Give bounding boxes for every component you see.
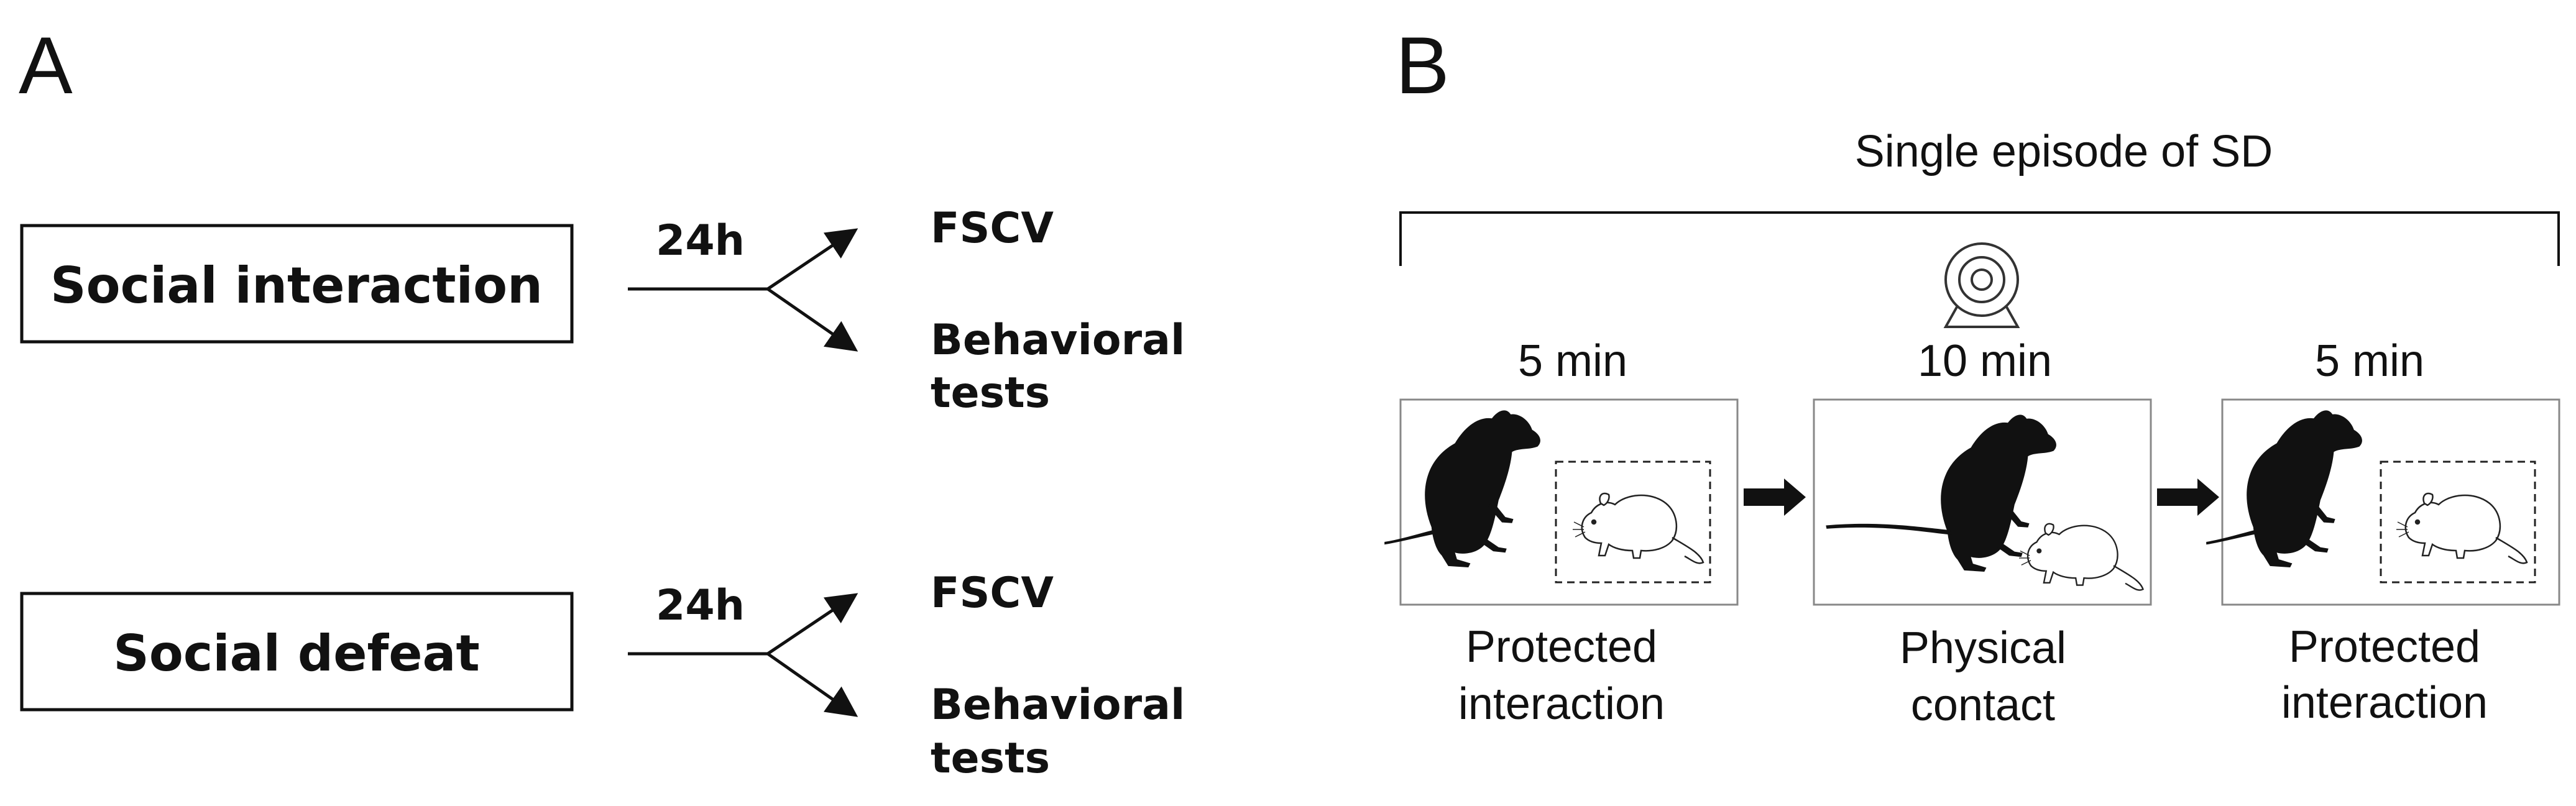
outcome-fscv: FSCV (931, 569, 1054, 618)
stage-caption-line2: interaction (2281, 678, 2488, 728)
panel-a-row-social-defeat: Social defeat 24h FSCV Behavioral tests (20, 569, 1185, 783)
panel-a-row-social-interaction: Social interaction 24h FSCV Behavioral t… (20, 204, 1185, 418)
panel-a-label: A (19, 20, 73, 111)
panel-b-label: B (1396, 20, 1450, 111)
branch-arrow-down (766, 287, 858, 352)
branch-arrow-up (766, 228, 858, 291)
stage-physical-contact (1813, 398, 2152, 606)
stage-caption-line1: Protected (2289, 622, 2480, 672)
delay-label: 24h (656, 216, 745, 265)
bracket-title: Single episode of SD (1855, 127, 2273, 176)
outcome-tests: tests (931, 369, 1050, 418)
stage-caption-line1: Protected (1466, 622, 1657, 672)
outcome-behavioral: Behavioral (931, 680, 1185, 730)
outcome-behavioral: Behavioral (931, 316, 1185, 365)
protective-cage (2380, 460, 2536, 584)
stage-protected-2 (2206, 398, 2560, 606)
condition-box (20, 592, 574, 712)
branch-arrow-down (766, 652, 858, 717)
stage-duration: 5 min (1518, 336, 1627, 386)
stage-duration: 5 min (2315, 336, 2424, 386)
outcome-fscv: FSCV (931, 204, 1054, 253)
episode-bracket (1399, 211, 2560, 266)
condition-box-label: Social interaction (50, 257, 543, 314)
branch-arrow-up (766, 593, 858, 656)
delay-label: 24h (656, 581, 745, 630)
right-arrow-icon (2157, 479, 2219, 516)
stage-caption-line2: contact (1911, 680, 2055, 730)
protective-cage (1555, 460, 1711, 584)
webcam-icon (1944, 242, 2019, 328)
stage-duration: 10 min (1918, 336, 2052, 386)
stage-protected-1 (1384, 398, 1739, 606)
right-arrow-icon (1744, 479, 1806, 516)
condition-box-label: Social defeat (113, 625, 480, 682)
stage-caption-line2: interaction (1458, 679, 1665, 729)
outcome-tests: tests (931, 734, 1050, 783)
stage-caption-line1: Physical (1900, 623, 2066, 673)
condition-box (20, 224, 574, 344)
